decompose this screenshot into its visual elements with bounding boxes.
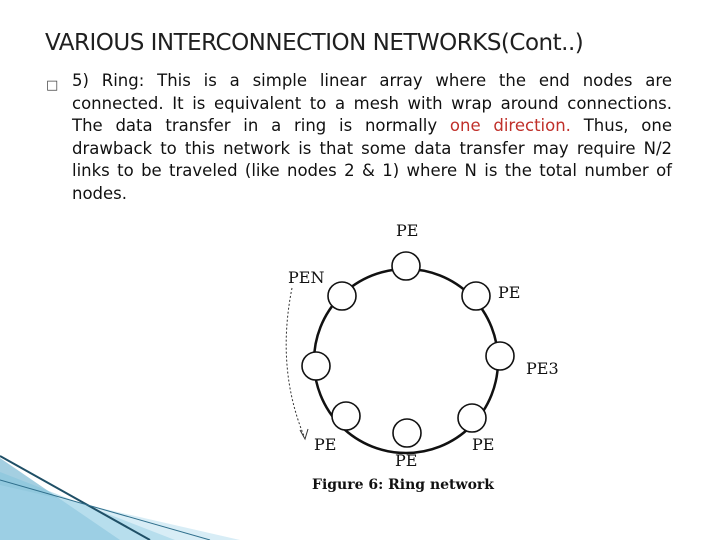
pe-node-bottom — [392, 418, 422, 448]
pe-node-top-left — [327, 281, 357, 311]
pe-node-top-right — [461, 281, 491, 311]
label-pe-right-top: PE — [498, 283, 520, 302]
body-text-before: 5) Ring: This is a simple linear array w… — [72, 71, 672, 135]
slide-title: VARIOUS INTERCONNECTION NETWORKS(Cont..) — [45, 30, 584, 56]
corner-decoration — [0, 455, 240, 540]
body-paragraph: 5) Ring: This is a simple linear array w… — [72, 70, 672, 205]
pe-node-bottom-right — [457, 403, 487, 433]
pe-node-left — [301, 351, 331, 381]
pe-node-top — [391, 251, 421, 281]
pe-node-right — [485, 341, 515, 371]
label-pe-3: PE3 — [526, 359, 559, 378]
body-text-after: Thus, one drawback to this network is th… — [72, 116, 672, 203]
bullet-icon: □ — [46, 78, 59, 93]
figure-caption: Figure 6: Ring network — [312, 477, 494, 493]
label-pe-top: PE — [396, 221, 418, 240]
wrap-arrow-head — [299, 428, 309, 441]
pe-node-bottom-left — [331, 401, 361, 431]
body-highlight: one direction. — [449, 116, 571, 135]
wrap-arrow — [285, 287, 305, 437]
label-pe-bottom-right: PE — [472, 435, 494, 454]
label-pe-n: PEN — [288, 268, 324, 287]
label-pe-bottom: PE — [395, 451, 417, 470]
label-pe-bottom-left: PE — [314, 435, 336, 454]
ring-network-figure: PE PEN PE PE3 PE PE PE Figure 6: Ring ne… — [285, 221, 559, 493]
